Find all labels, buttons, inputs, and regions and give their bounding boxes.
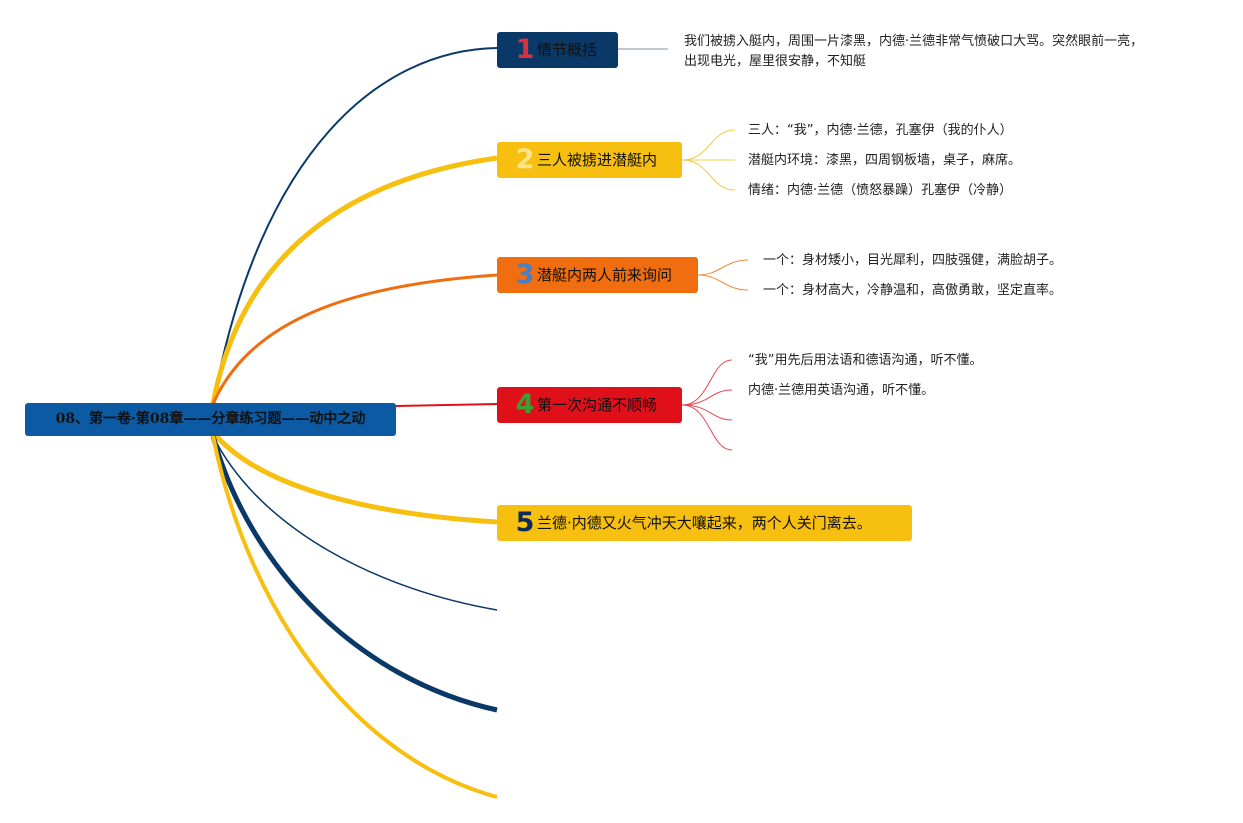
- t4-sub-line-1: [681, 359, 733, 406]
- t3-detail-2[interactable]: 一个：身材高大，冷静温和，高傲勇敢，坚定直率。: [763, 283, 1063, 298]
- t3-sub-line-1: [697, 259, 749, 276]
- t2-detail-3[interactable]: 情绪：内德·兰德（愤怒暴躁）孔塞伊（冷静）: [748, 183, 1013, 198]
- t4-sub-line-2: [681, 389, 733, 406]
- topic-1-number: 1: [515, 34, 535, 65]
- topic-3-number: 3: [515, 259, 535, 290]
- branch-1-line: [212, 47, 498, 405]
- t4-sub-line-4: [681, 404, 733, 451]
- topic-2-number: 2: [515, 144, 535, 175]
- t1-detail-line-2[interactable]: 出现电光，屋里很安静，不知艇: [684, 54, 867, 69]
- branch-8-line: [211, 435, 498, 799]
- topic-3-label: 潜艇内两人前来询问: [537, 266, 673, 284]
- t3-detail-1[interactable]: 一个：身材矮小，目光犀利，四肢强健，满脸胡子。: [763, 253, 1063, 268]
- t3-sub-line-2: [697, 274, 749, 291]
- branch-6-line: [212, 435, 498, 611]
- t4-sub-line-3: [681, 404, 733, 421]
- t2-detail-2[interactable]: 潜艇内环境：漆黑，四周钢板墙，桌子，麻席。: [748, 153, 1022, 168]
- topic-1-label: 情节概括: [537, 41, 598, 59]
- branch-5-line: [211, 430, 498, 525]
- topic-5-number: 5: [515, 507, 535, 538]
- branch-7-line: [210, 435, 498, 713]
- topic-4-number: 4: [515, 389, 535, 420]
- t2-sub-line-3: [681, 159, 736, 191]
- topic-5-label: 兰德·内德又火气冲天大嚷起来，两个人关门离去。: [537, 514, 872, 532]
- t4-detail-2[interactable]: 内德·兰德用英语沟通，听不懂。: [748, 383, 935, 398]
- t2-detail-1[interactable]: 三人：“我”，内德·兰德，孔塞伊（我的仆人）: [748, 123, 1013, 138]
- t4-detail-1[interactable]: “我”用先后用法语和德语沟通，听不懂。: [748, 353, 983, 368]
- topic-2-label: 三人被掳进潜艇内: [537, 151, 658, 169]
- branch-2-line: [210, 155, 498, 405]
- t2-sub-line-1: [681, 129, 736, 161]
- root-topic[interactable]: 08、第一卷·第08章——分章练习题——动中之动: [25, 403, 396, 436]
- topic-4-label: 第一次沟通不顺畅: [537, 396, 658, 414]
- branch-3-line: [211, 273, 498, 405]
- branch-4-line: [395, 403, 498, 407]
- t1-detail-line-1[interactable]: 我们被掳入艇内，周围一片漆黑，内德·兰德非常气愤破口大骂。突然眼前一亮，: [684, 34, 1144, 49]
